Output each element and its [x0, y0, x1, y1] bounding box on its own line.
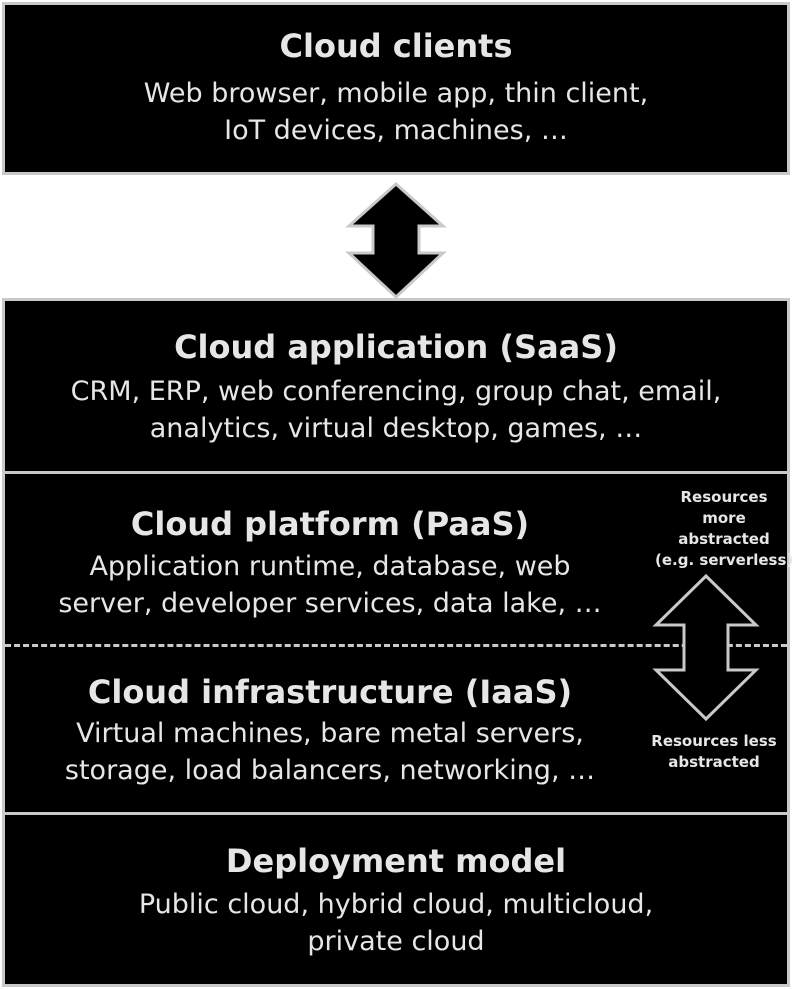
iaas-title: Cloud infrastructure (IaaS) [87, 673, 573, 711]
iaas-description: Virtual machines, bare metal servers, st… [5, 715, 655, 789]
saas-description: CRM, ERP, web conferencing, group chat, … [5, 373, 787, 447]
deployment-description: Public cloud, hybrid cloud, multicloud, … [5, 886, 787, 960]
abstraction-more-line: Resources [680, 488, 768, 506]
paas-title: Cloud platform (PaaS) [130, 505, 530, 543]
cloud-clients-line: Web browser, mobile app, thin client, [143, 78, 649, 109]
abstraction-more-line: (e.g. serverless) [655, 551, 794, 569]
cloud-clients-title: Cloud clients [279, 27, 513, 65]
paas-iaas-dashed-divider [5, 644, 787, 647]
deployment-line: Public cloud, hybrid cloud, multicloud, [138, 889, 654, 920]
saas-title: Cloud application (SaaS) [174, 328, 618, 366]
abstraction-more-label: Resources more abstracted (e.g. serverle… [655, 487, 793, 571]
abstraction-less-line: Resources less [651, 732, 777, 750]
deployment-line: private cloud [307, 926, 485, 957]
cloud-stack-box: Cloud application (SaaS) CRM, ERP, web c… [2, 298, 793, 987]
cloud-clients-line: IoT devices, machines, … [224, 115, 568, 146]
cloud-clients-box: Cloud clients Web browser, mobile app, t… [2, 2, 790, 175]
paas-description: Application runtime, database, web serve… [5, 548, 655, 622]
paas-line: Application runtime, database, web [89, 551, 571, 582]
abstraction-less-label: Resources less abstracted [635, 731, 793, 773]
deployment-title: Deployment model [225, 842, 567, 880]
saas-paas-divider [5, 471, 787, 474]
iaas-deployment-divider [5, 812, 787, 815]
iaas-line: storage, load balancers, networking, … [64, 755, 596, 786]
saas-line: CRM, ERP, web conferencing, group chat, … [70, 376, 722, 407]
saas-line: analytics, virtual desktop, games, … [149, 413, 643, 444]
abstraction-less-line: abstracted [668, 753, 760, 771]
abstraction-more-line: more [702, 509, 746, 527]
iaas-line: Virtual machines, bare metal servers, [76, 718, 584, 749]
cloud-clients-description: Web browser, mobile app, thin client, Io… [5, 75, 787, 149]
paas-line: server, developer services, data lake, … [58, 588, 602, 619]
abstraction-more-line: abstracted [678, 530, 770, 548]
